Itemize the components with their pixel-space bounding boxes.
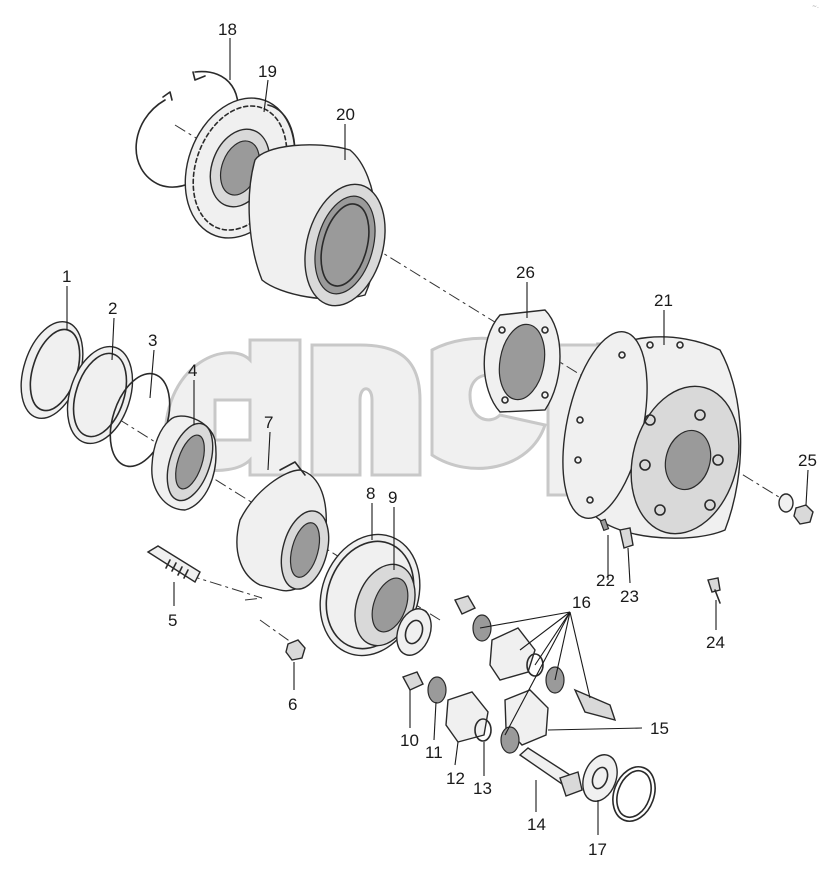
part-22-pin: [599, 518, 610, 532]
callout-8: 8: [366, 484, 375, 503]
callout-labels: 18 19 20 26 21 1 2 3 4 7 8 9 5 6 10 11 1…: [62, 20, 817, 859]
retaining-ring: [612, 766, 656, 822]
callout-24: 24: [706, 633, 725, 652]
part-20-ring-gear: [248, 144, 386, 307]
callout-9: 9: [388, 488, 397, 507]
callout-13: 13: [473, 779, 492, 798]
part-5-stud: [146, 545, 201, 584]
part-26-gasket: [483, 309, 561, 413]
thrust-washer: [396, 608, 432, 656]
callout-2: 2: [108, 299, 117, 318]
part-15-gear-shaft: [500, 689, 549, 754]
corner-mark: ~.: [812, 3, 819, 10]
callout-4: 4: [188, 361, 197, 380]
callout-1: 1: [62, 267, 71, 286]
part-6-nut: [285, 639, 306, 661]
callout-12: 12: [446, 769, 465, 788]
leader-lines: [66, 38, 809, 835]
callout-22: 22: [596, 571, 615, 590]
callout-17: 17: [588, 840, 607, 859]
part-1-seal: [20, 320, 84, 420]
part-4-bearing: [151, 415, 217, 511]
callout-19: 19: [258, 62, 277, 81]
callout-10: 10: [400, 731, 419, 750]
part-13-spacer: [474, 718, 492, 742]
callout-18: 18: [218, 20, 237, 39]
callout-14: 14: [527, 815, 546, 834]
callout-5: 5: [168, 611, 177, 630]
callout-20: 20: [336, 105, 355, 124]
callout-16: 16: [572, 593, 591, 612]
callout-11: 11: [425, 743, 443, 762]
part-7-hub: [236, 461, 330, 592]
part-25-nut-washer: [778, 493, 814, 525]
part-24-bolt: [707, 577, 721, 604]
callout-6: 6: [288, 695, 297, 714]
part-23-bolt: [619, 527, 634, 549]
callout-3: 3: [148, 331, 157, 350]
callout-15: 15: [650, 719, 669, 738]
part-21-housing: [562, 331, 742, 539]
part-10-washer: [401, 671, 424, 691]
callout-25: 25: [798, 451, 817, 470]
part-17-washer: [582, 754, 618, 802]
part-14-shaft: [518, 747, 583, 797]
callout-23: 23: [620, 587, 639, 606]
part-12-planet-gear: [445, 691, 489, 743]
part-2-seal-ring: [66, 345, 134, 445]
callout-21: 21: [654, 291, 673, 310]
callout-26: 26: [516, 263, 535, 282]
callout-7: 7: [264, 413, 273, 432]
part-11-needle-bearing: [427, 676, 447, 704]
part-16-planet-gear-set: [454, 595, 617, 722]
